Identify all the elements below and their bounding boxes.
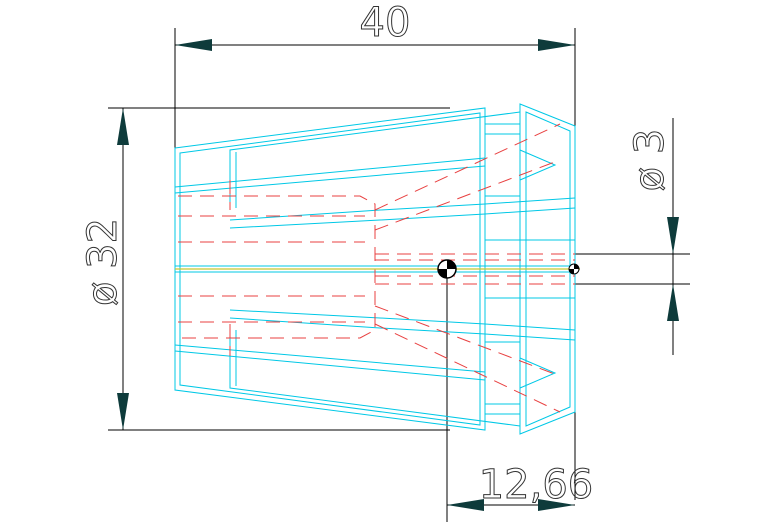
center-mark-icon <box>437 259 457 279</box>
dimension-offset: 12,66 <box>479 462 594 508</box>
dimension-arrows <box>117 39 679 511</box>
dimension-diameter-bore: ø 3 <box>627 129 673 192</box>
dimension-length-total: 40 <box>360 0 411 46</box>
bore-center-mark-icon <box>568 263 580 275</box>
hidden-lines <box>178 123 575 413</box>
collet-outline <box>174 103 576 435</box>
dimension-lines <box>108 28 690 522</box>
dimension-diameter-outer: ø 32 <box>80 218 126 306</box>
